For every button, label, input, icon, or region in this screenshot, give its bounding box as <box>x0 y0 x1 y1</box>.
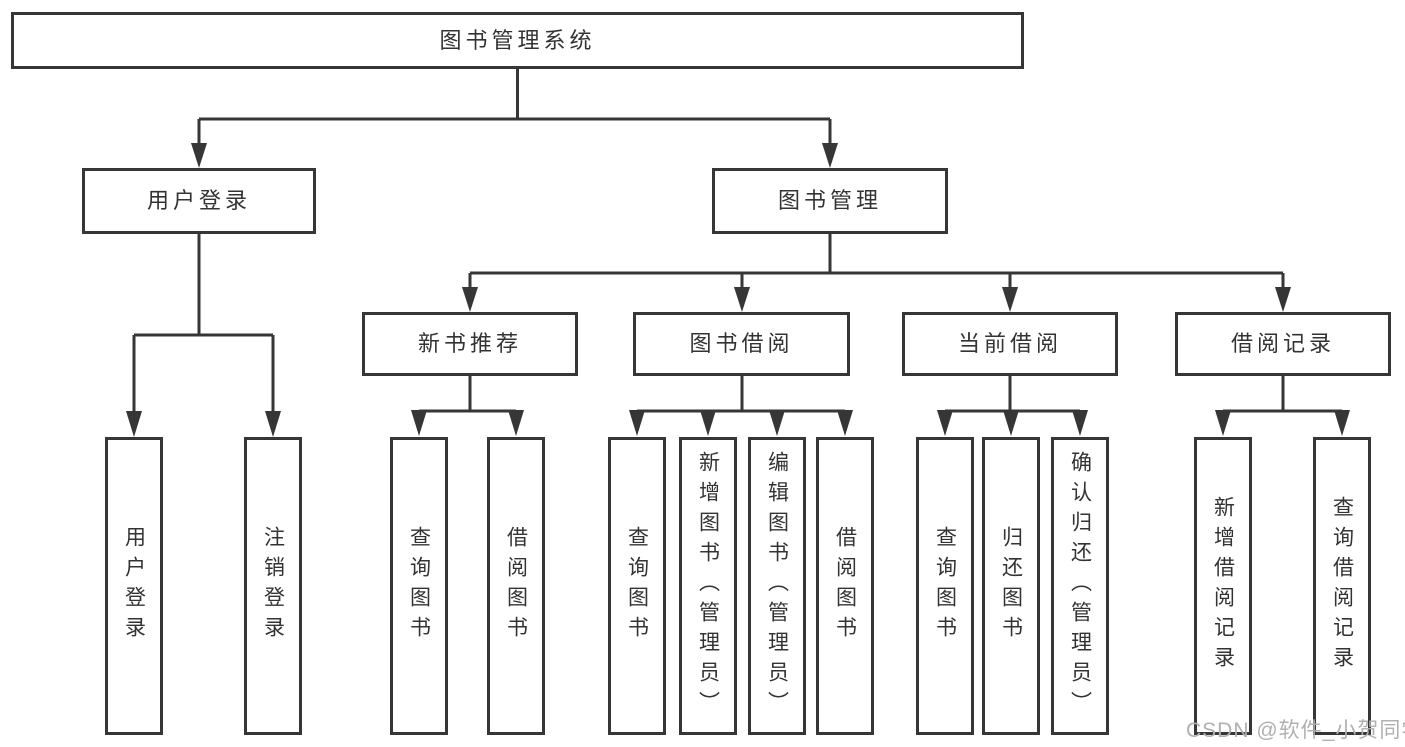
leaf-label: 编辑图书（管理员） <box>765 451 789 721</box>
node-borrow-records: 借阅记录 <box>1175 312 1391 376</box>
leaf-label: 注销登录 <box>261 526 285 646</box>
leaf-label: 新增图书（管理员） <box>696 451 720 721</box>
leaf-label: 新增借阅记录 <box>1211 496 1235 676</box>
node-new-book-recommend: 新书推荐 <box>362 312 578 376</box>
leaf-edit-book-admin: 编辑图书（管理员） <box>748 437 806 735</box>
leaf-query-books-recommend: 查询图书 <box>390 437 448 735</box>
leaf-label: 确认归还（管理员） <box>1068 451 1092 721</box>
node-label: 图书借阅 <box>689 331 794 356</box>
node-label: 新书推荐 <box>417 331 522 356</box>
leaf-add-book-admin: 新增图书（管理员） <box>679 437 737 735</box>
node-label: 用户登录 <box>146 188 251 213</box>
leaf-query-books-current: 查询图书 <box>916 437 974 735</box>
leaf-label: 借阅图书 <box>833 526 857 646</box>
node-label: 图书管理 <box>777 188 882 213</box>
node-book-borrow: 图书借阅 <box>633 312 850 376</box>
leaf-label: 查询图书 <box>625 526 649 646</box>
leaf-user-login: 用户登录 <box>105 437 163 735</box>
node-book-management: 图书管理 <box>712 168 948 234</box>
leaf-label: 查询借阅记录 <box>1330 496 1354 676</box>
node-label: 图书管理系统 <box>439 27 596 53</box>
leaf-borrow-books-recommend: 借阅图书 <box>487 437 545 735</box>
leaf-borrow-books: 借阅图书 <box>816 437 874 735</box>
leaf-return-book: 归还图书 <box>982 437 1040 735</box>
node-current-borrow: 当前借阅 <box>902 312 1118 376</box>
node-user-login: 用户登录 <box>82 168 316 234</box>
leaf-label: 查询图书 <box>933 526 957 646</box>
leaf-label: 用户登录 <box>122 526 146 646</box>
node-label: 借阅记录 <box>1230 331 1335 356</box>
leaf-query-books-borrow: 查询图书 <box>608 437 666 735</box>
leaf-confirm-return-admin: 确认归还（管理员） <box>1051 437 1109 735</box>
leaf-query-borrow-record: 查询借阅记录 <box>1313 437 1371 735</box>
leaf-label: 归还图书 <box>999 526 1023 646</box>
node-library-management-system: 图书管理系统 <box>11 12 1024 69</box>
leaf-label: 查询图书 <box>407 526 431 646</box>
leaf-logout: 注销登录 <box>244 437 302 735</box>
leaf-add-borrow-record: 新增借阅记录 <box>1194 437 1252 735</box>
node-label: 当前借阅 <box>957 331 1062 356</box>
leaf-label: 借阅图书 <box>504 526 528 646</box>
